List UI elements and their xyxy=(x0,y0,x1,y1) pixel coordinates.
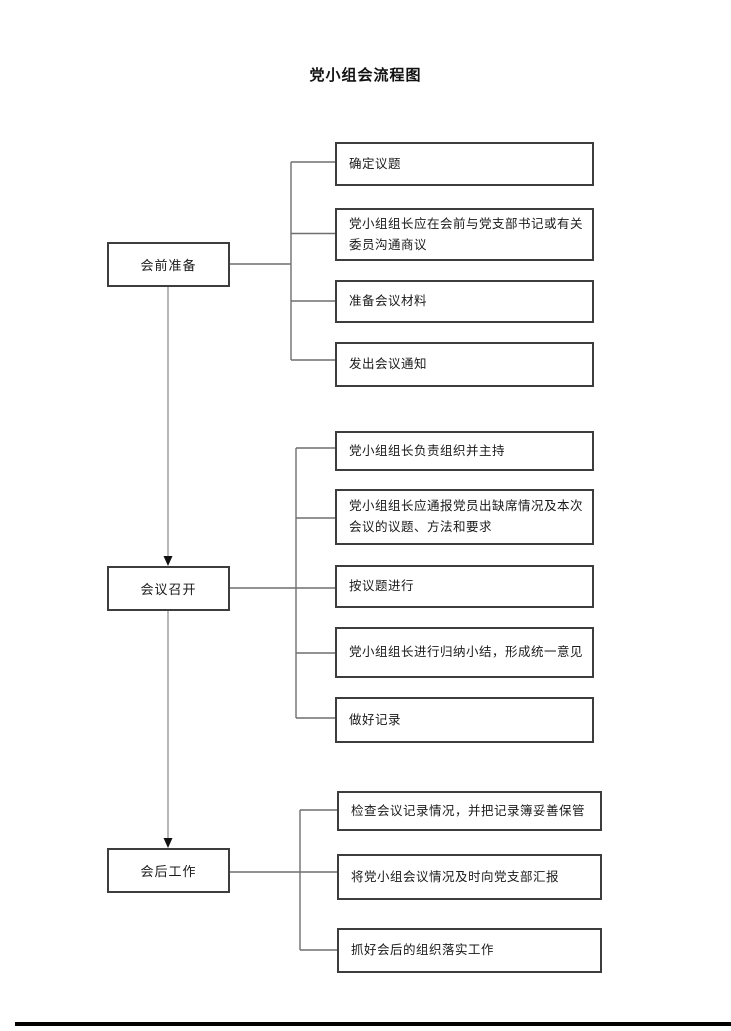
arrowhead-down-icon xyxy=(163,556,173,566)
stage-box-pre-meeting: 会前准备 xyxy=(107,242,230,287)
stage3-branch-lines xyxy=(230,809,337,951)
item-box-leader-organize-chair: 党小组组长负责组织并主持 xyxy=(335,431,594,471)
item-box-determine-agenda: 确定议题 xyxy=(335,142,594,186)
stage2-branch-lines xyxy=(230,447,335,719)
item-box-keep-records: 做好记录 xyxy=(335,697,594,743)
stage-box-post-meeting: 会后工作 xyxy=(107,848,230,893)
item-box-send-notice: 发出会议通知 xyxy=(335,342,594,387)
item-box-report-to-branch: 将党小组会议情况及时向党支部汇报 xyxy=(337,854,602,900)
stage-flow-arrows xyxy=(163,287,173,848)
item-box-report-attendance-agenda: 党小组组长应通报党员出缺席情况及本次会议的议题、方法和要求 xyxy=(335,489,594,545)
page-bottom-edge xyxy=(15,1022,731,1026)
item-box-check-store-records: 检查会议记录情况，并把记录簿妥善保管 xyxy=(337,791,602,831)
item-box-consult-branch-secretary: 党小组组长应在会前与党支部书记或有关委员沟通商议 xyxy=(335,208,594,261)
stage1-branch-lines xyxy=(230,161,335,361)
arrowhead-down-icon xyxy=(163,838,173,848)
item-box-leader-summarize: 党小组组长进行归纳小结，形成统一意见 xyxy=(335,627,594,678)
item-box-implement-followup: 抓好会后的组织落实工作 xyxy=(337,928,602,973)
stage-box-meeting-convene: 会议召开 xyxy=(107,566,230,611)
item-box-prepare-materials: 准备会议材料 xyxy=(335,280,594,323)
page-title: 党小组会流程图 xyxy=(309,67,422,84)
item-box-proceed-by-agenda: 按议题进行 xyxy=(335,565,594,608)
